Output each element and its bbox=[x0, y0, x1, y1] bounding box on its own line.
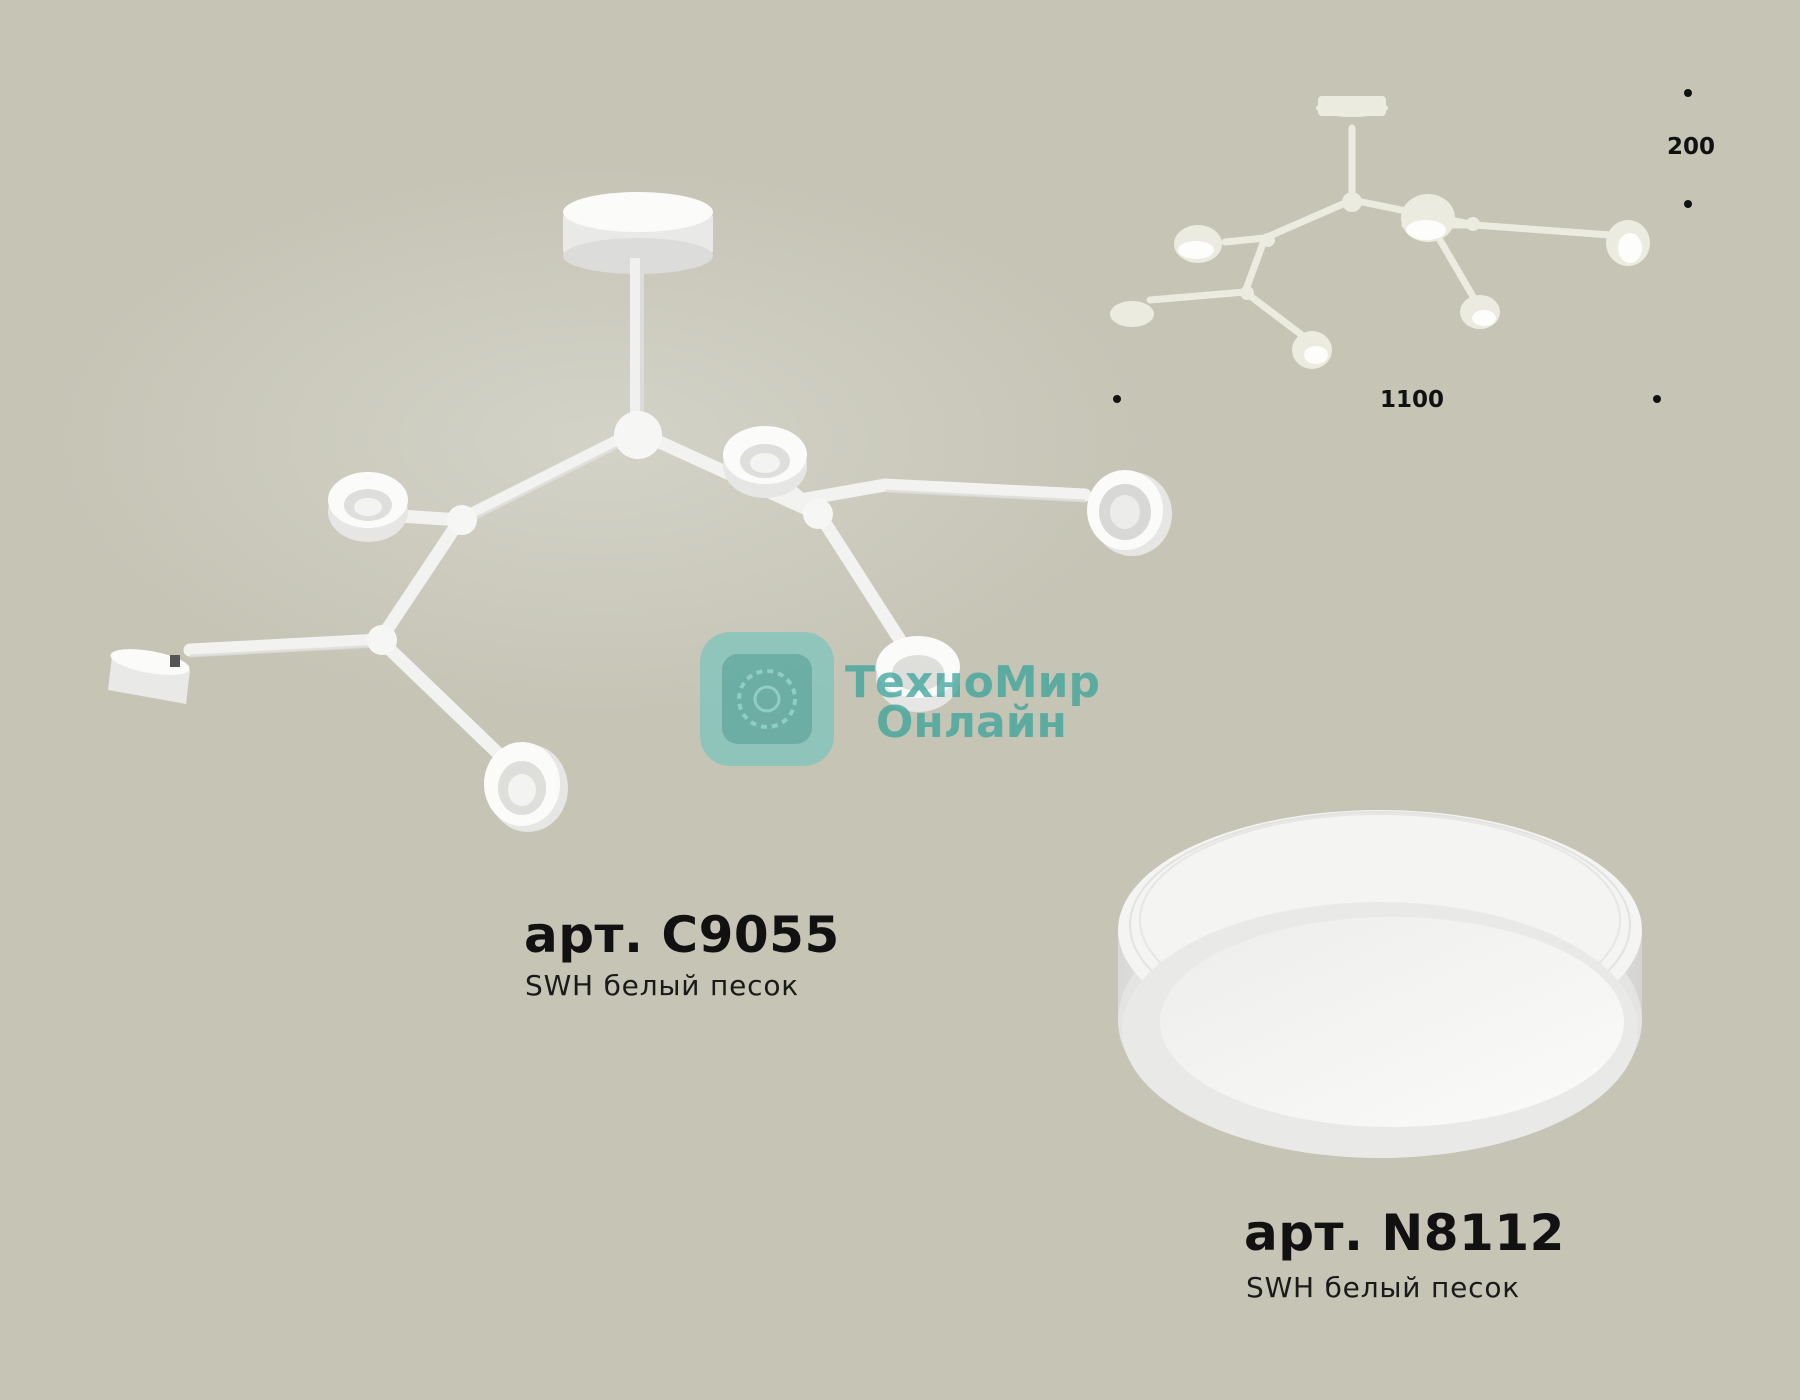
shade-lower-left bbox=[484, 742, 568, 832]
shade-far-left bbox=[108, 649, 190, 704]
width-dimension-label: 1100 bbox=[1380, 387, 1445, 413]
shade-center bbox=[723, 426, 807, 498]
shade-upper-left bbox=[328, 472, 408, 542]
product-color-n8112: SWH белый песок bbox=[1246, 1271, 1520, 1304]
product-article-n8112: арт. N8112 bbox=[1244, 1204, 1565, 1262]
watermark-text-line2: Онлайн bbox=[876, 697, 1067, 748]
watermark-text-line1: ТехноМир bbox=[845, 657, 1100, 708]
height-dimension-label: 200 bbox=[1667, 134, 1716, 160]
shade-right bbox=[1087, 470, 1172, 556]
product-article-c9055: арт. C9055 bbox=[524, 906, 840, 964]
canopy bbox=[563, 192, 713, 274]
shade-lower-right bbox=[876, 636, 960, 712]
chandelier-arms bbox=[183, 433, 1092, 767]
product-color-c9055: SWH белый песок bbox=[525, 969, 799, 1002]
